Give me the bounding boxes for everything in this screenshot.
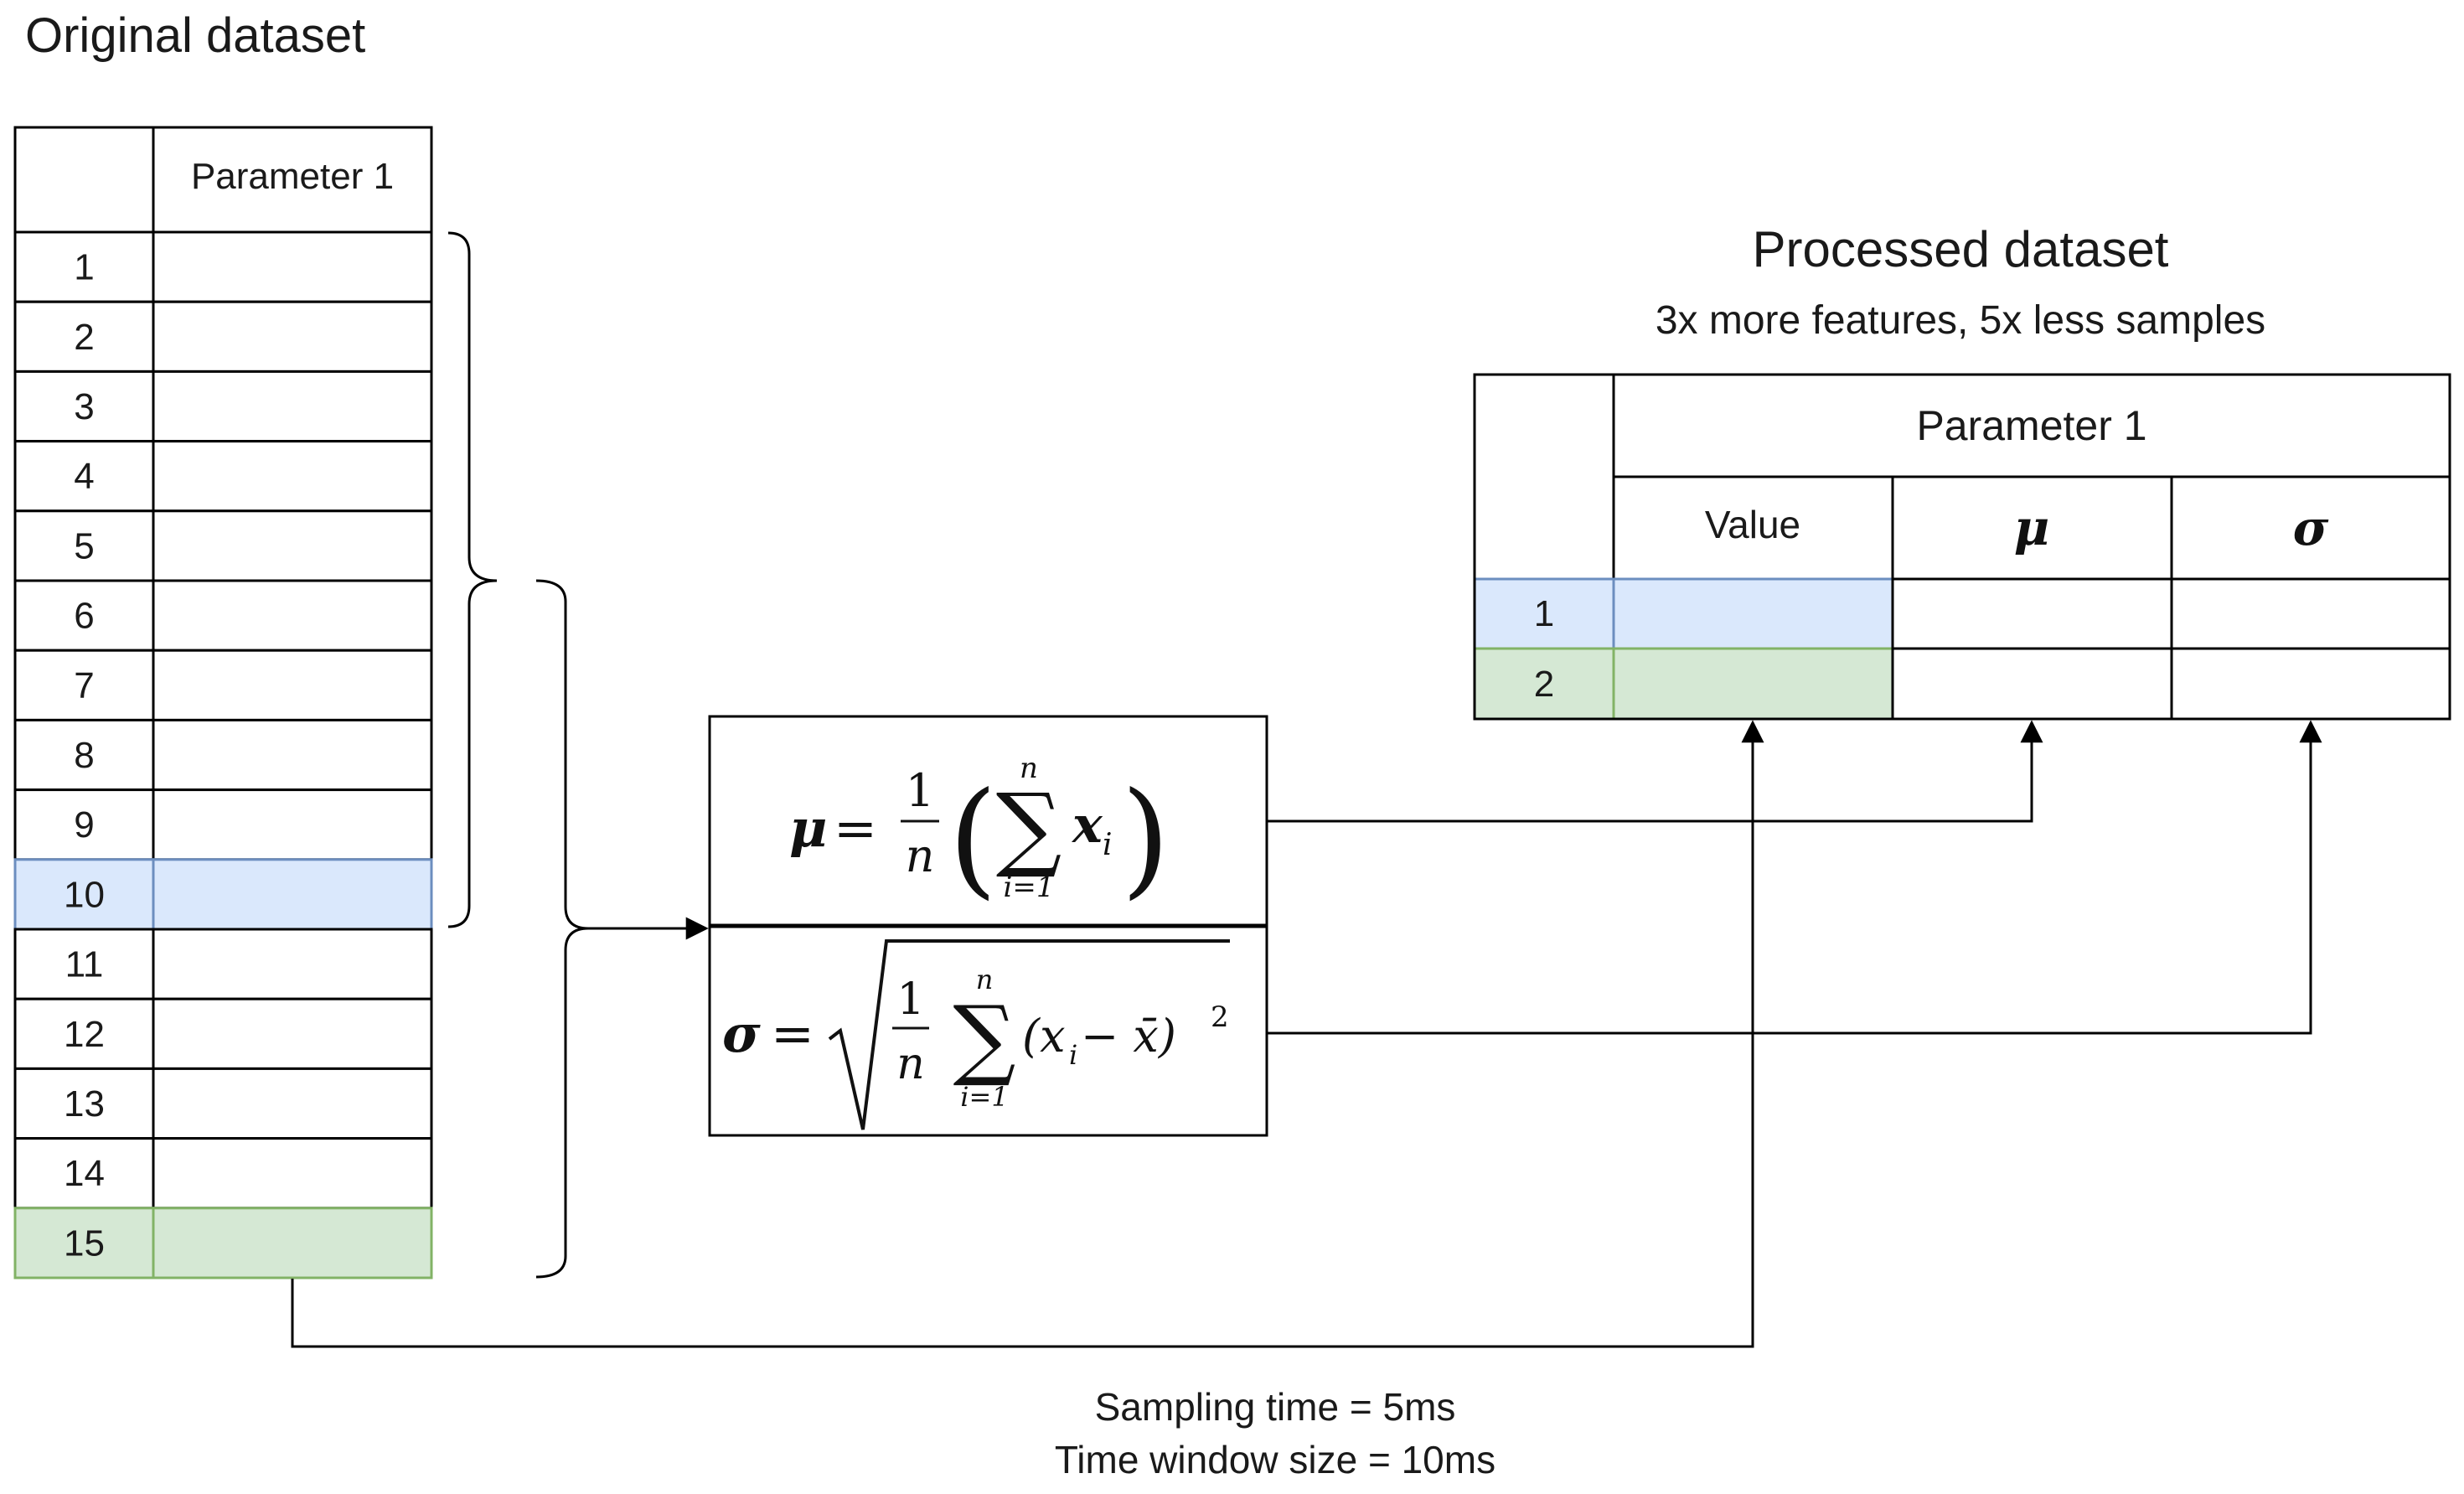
original-row-13-value [152, 1067, 433, 1140]
processed-table: Parameter 1 Value μ σ 1 2 [1473, 373, 2451, 721]
original-row-5-value [152, 509, 433, 582]
arrow-std-to-sigma-column [1267, 720, 2322, 1035]
original-row-12-label: 12 [64, 1014, 105, 1055]
col-value-label: Value [1705, 503, 1800, 546]
original-row-1-label: 1 [74, 247, 94, 288]
mean-close-paren: ) [1121, 766, 1170, 912]
std-sum-bottom: i=1 [960, 1081, 1008, 1113]
processed-row-1-label: 1 [1534, 593, 1554, 634]
arrow-mean-to-mu-column [1267, 720, 2043, 823]
original-header-index-cell [13, 126, 155, 234]
original-dataset-title: Original dataset [25, 8, 365, 63]
col-value-header [1612, 475, 1894, 581]
processed-dataset-subtitle: 3x more features, 5x less samples [1656, 298, 2265, 343]
mean-term-sub: i [1103, 828, 1113, 862]
processed-row-1-value [1612, 577, 1894, 650]
processed-row-1-mu [1891, 577, 2173, 650]
col-sigma-header [2170, 475, 2451, 581]
original-row-2-value [152, 300, 433, 373]
original-row-10-value [152, 858, 433, 931]
mean-sum-bottom: i=1 [1004, 871, 1055, 904]
mean-frac-den: n [906, 830, 935, 882]
original-row-5-index [13, 509, 155, 582]
original-row-14-value [152, 1137, 433, 1210]
processed-row-1-sigma [2170, 577, 2451, 650]
processed-dataset-title: Processed dataset [1753, 221, 2169, 277]
mean-term: x [1071, 796, 1103, 855]
original-row-11-value [152, 928, 433, 1000]
sqrt-sign [828, 939, 1230, 1130]
formula-box: μ = 1 n ( n ∑ i=1 x i ) σ = 1 n n ∑ i=1 … [708, 715, 1268, 1137]
mean-sum-top: n [1020, 752, 1038, 785]
original-row-13-index [13, 1067, 155, 1140]
original-row-2-label: 2 [74, 317, 94, 358]
original-row-7-index [13, 649, 155, 721]
processed-row-2-mu [1891, 647, 2173, 721]
original-row-3-value [152, 370, 433, 443]
brace-window-1 [447, 231, 498, 928]
mean-open-paren: ( [948, 766, 998, 912]
original-row-6-label: 6 [74, 596, 94, 637]
mean-sum-symbol: ∑ [996, 773, 1062, 881]
std-equals: = [771, 1003, 814, 1064]
window-size-note: Time window size = 10ms [1055, 1438, 1495, 1481]
brace-window-2 [535, 579, 589, 1279]
mean-lhs: μ [789, 798, 827, 859]
std-term-rest: − x̄) [1081, 1010, 1176, 1062]
original-row-3-label: 3 [74, 386, 94, 427]
original-row-8-value [152, 718, 433, 792]
original-row-11-label: 11 [65, 944, 104, 985]
mean-frac-num: 1 [906, 764, 934, 817]
original-row-12-value [152, 997, 433, 1070]
std-power: 2 [1211, 1000, 1229, 1034]
processed-row-2-label: 2 [1534, 664, 1554, 705]
std-frac-num: 1 [896, 974, 924, 1025]
original-row-9-label: 9 [74, 804, 94, 845]
std-lhs: σ [722, 1003, 761, 1064]
original-row-11-index [13, 928, 155, 1000]
sampling-time-note: Sampling time = 5ms [1095, 1385, 1456, 1429]
processed-row-2-value [1612, 647, 1894, 721]
processed-header-index-cell [1473, 373, 1615, 581]
original-row-9-value [152, 788, 433, 861]
original-row-15-value [152, 1207, 433, 1279]
original-row-15-label: 15 [64, 1223, 105, 1264]
std-sum-top: n [976, 964, 994, 995]
std-formula-box [708, 924, 1268, 1137]
original-header-param-cell [152, 126, 433, 234]
original-header-param-label: Parameter 1 [191, 156, 394, 197]
processed-row-2-sigma [2170, 647, 2451, 721]
std-formula: σ = 1 n n ∑ i=1 (x i − x̄) 2 [722, 939, 1230, 1130]
original-row-9-index [13, 788, 155, 861]
mean-equals: = [834, 798, 877, 859]
processed-row-1-index [1473, 577, 1615, 650]
original-row-14-label: 14 [64, 1153, 105, 1194]
original-row-15-index [13, 1207, 155, 1279]
std-frac-den: n [896, 1039, 925, 1089]
arrow-last-sample-to-value [291, 720, 1764, 1348]
original-row-1-value [152, 230, 433, 303]
mean-formula: μ = 1 n ( n ∑ i=1 x i ) [789, 752, 1170, 912]
original-row-13-label: 13 [64, 1083, 105, 1124]
original-row-8-label: 8 [74, 735, 94, 776]
processed-group-header-label: Parameter 1 [1916, 402, 2146, 449]
original-row-6-value [152, 579, 433, 652]
std-term-sub: i [1069, 1039, 1077, 1071]
original-row-5-label: 5 [74, 525, 94, 566]
std-term: (x [1022, 1010, 1066, 1062]
original-row-7-value [152, 649, 433, 721]
original-row-7-label: 7 [74, 665, 94, 706]
original-row-10-label: 10 [64, 874, 105, 915]
col-mu-label: μ [2014, 499, 2049, 556]
col-mu-header [1891, 475, 2173, 581]
std-sum-symbol: ∑ [953, 987, 1016, 1089]
col-sigma-label: σ [2293, 499, 2329, 556]
original-row-4-value [152, 440, 433, 513]
original-row-4-label: 4 [74, 456, 94, 497]
original-row-1-index [13, 230, 155, 303]
